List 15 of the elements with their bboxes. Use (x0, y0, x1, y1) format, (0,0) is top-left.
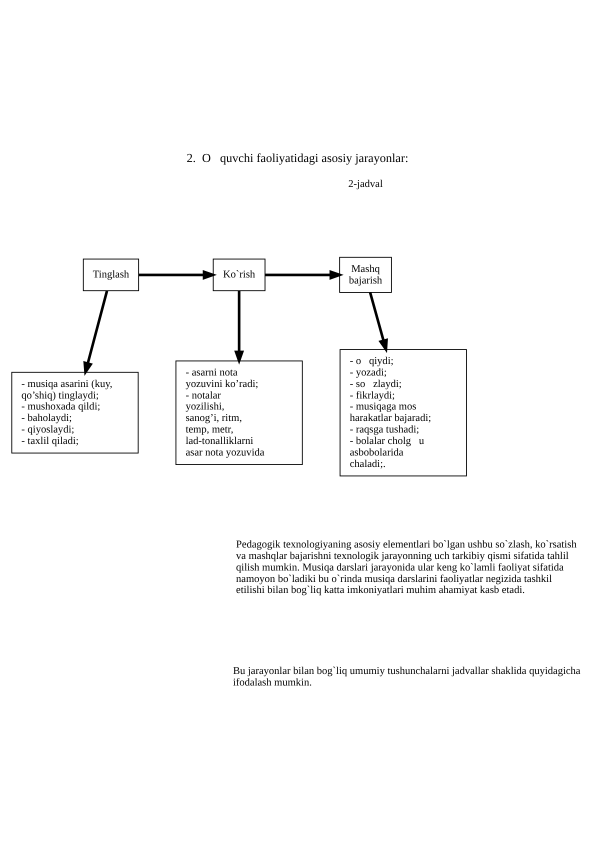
arrow (234, 290, 244, 364)
node-box: - asarni nota yozuvini ko’radi; - notalar yozilishi, sanog’i, ritm, temp, metr, lad-tonalliklarni asar nota yozuvida (176, 360, 303, 464)
node-box: Ko`rish (212, 258, 266, 291)
node-box: - musiqa asarini (kuy, qo’shiq) tinglaydi; - mushoxada qildi; - baholaydi; - qiyoslaydi; - taxlil qiladi; (11, 371, 139, 454)
arrow (368, 292, 388, 353)
diagram-title: 2. O quvchi faoliyatidagi asosiy jarayonlar: (186, 150, 408, 164)
node-box: - o qiydi; - yozadi; - so zlaydi; - fikrlaydi; - musiqaga mos harakatlar bajaradi; - raqsga tushadi; - bolalar cholg u asbobolarida chaladi;. (340, 348, 467, 476)
arrow (83, 290, 108, 376)
arrow (265, 269, 344, 280)
arrow (138, 269, 217, 280)
node-box: Mashq bajarish (339, 256, 392, 292)
label: Pedagogik texnologiyaning asosiy elementlari bo`lgan ushbu so`zlash, ko`rsatish va mashqlar bajarishni texnologik jarayonning uch tarkibiy qismi sifatida tahlil qilish mumkin. Musiqa darslari jarayonida ular keng ko`lamli faoliyat sifatida namoyon bo`ladiki bu o`rinda musiqa darslarini faoliyatlar negizida tashkil etilishi bilan bog`liq katta imkoniyatlari muhim ahamiyat kasb etadi. (236, 539, 577, 596)
node-box: Tinglash (82, 258, 140, 291)
label: 2-jadval (348, 178, 383, 190)
label: Bu jarayonlar bilan bog`liq umumiy tushunchalarni jadvallar shaklida quyidagicha ifodalash mumkin. (232, 665, 580, 688)
